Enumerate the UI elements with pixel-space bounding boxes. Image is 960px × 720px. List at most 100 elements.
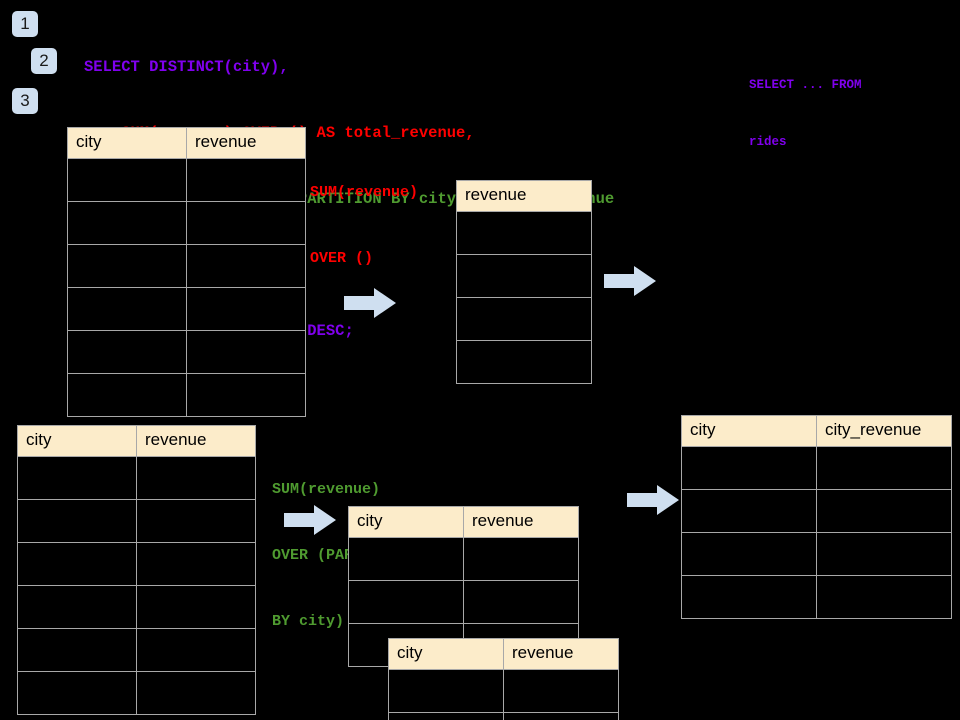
cell-revenue: [456, 297, 592, 341]
table-row: [681, 575, 952, 619]
table-row: [67, 158, 306, 202]
table-header-row: city revenue: [17, 425, 256, 457]
column-header-revenue: revenue: [456, 180, 592, 212]
cell-revenue: [136, 671, 256, 715]
cell-revenue: [503, 669, 619, 713]
column-header-revenue: revenue: [136, 425, 256, 457]
table-row: [17, 585, 256, 629]
cell-city: [388, 669, 504, 713]
cell-revenue: [463, 580, 579, 624]
table-row: [681, 489, 952, 533]
cell-revenue: [456, 211, 592, 255]
table-partition-group-front: city revenue: [388, 638, 619, 720]
table-header-row: revenue: [456, 180, 592, 212]
cell-city-revenue: [816, 575, 952, 619]
table-row: [388, 712, 619, 720]
cell-revenue: [186, 201, 306, 245]
annotation-city-revenue-line-1: SUM(revenue): [272, 481, 381, 498]
arrow-partition-to-result: [627, 485, 679, 515]
table-row: [348, 537, 579, 581]
step-badge-3[interactable]: 3: [12, 88, 38, 114]
table-row: [17, 671, 256, 715]
annotation-city-revenue: SUM(revenue) OVER (PARTITION BY city): [272, 435, 407, 677]
table-row: [456, 211, 592, 255]
table-row: [17, 499, 256, 543]
table-row: [681, 532, 952, 576]
table-row: [456, 297, 592, 341]
cell-revenue: [136, 585, 256, 629]
cell-revenue: [186, 330, 306, 374]
column-header-revenue: revenue: [503, 638, 619, 670]
cell-revenue: [503, 712, 619, 720]
column-header-revenue: revenue: [186, 127, 306, 159]
cell-city: [17, 628, 137, 672]
table-row: [67, 244, 306, 288]
cell-city: [17, 499, 137, 543]
cell-city: [681, 446, 817, 490]
table-row: [17, 628, 256, 672]
column-header-revenue: revenue: [463, 506, 579, 538]
sql-line-select: SELECT DISTINCT(city),: [84, 58, 289, 76]
cell-revenue: [186, 287, 306, 331]
step-badge-1[interactable]: 1: [12, 11, 38, 37]
table-header-row: city revenue: [348, 506, 579, 538]
table-row: [67, 201, 306, 245]
cell-city: [67, 201, 187, 245]
cell-city: [681, 532, 817, 576]
table-row: [456, 254, 592, 298]
column-header-city: city: [67, 127, 187, 159]
cell-city-revenue: [816, 489, 952, 533]
side-note-select-from: SELECT ... FROM rides: [749, 38, 862, 190]
table-row: [348, 580, 579, 624]
table-row: [681, 446, 952, 490]
cell-revenue: [463, 537, 579, 581]
table-row: [17, 542, 256, 586]
table-header-row: city revenue: [67, 127, 306, 159]
annotation-total-revenue-line-2: OVER (): [310, 250, 374, 267]
table-header-row: city revenue: [388, 638, 619, 670]
cell-revenue: [456, 340, 592, 384]
cell-city: [388, 712, 504, 720]
table-row: [67, 287, 306, 331]
cell-city: [17, 456, 137, 500]
cell-city: [17, 542, 137, 586]
cell-city: [67, 373, 187, 417]
cell-city: [17, 671, 137, 715]
column-header-city-revenue: city_revenue: [816, 415, 952, 447]
table-total-revenue: revenue: [456, 180, 592, 384]
column-header-city: city: [348, 506, 464, 538]
table-row: [388, 669, 619, 713]
step-badge-2[interactable]: 2: [31, 48, 57, 74]
side-note-line-2: rides: [749, 135, 787, 149]
cell-revenue: [136, 628, 256, 672]
table-header-row: city city_revenue: [681, 415, 952, 447]
annotation-total-revenue: SUM(revenue) OVER (): [310, 138, 418, 314]
cell-revenue: [186, 244, 306, 288]
cell-revenue: [186, 158, 306, 202]
table-row: [67, 330, 306, 374]
cell-revenue: [136, 456, 256, 500]
cell-city: [67, 158, 187, 202]
cell-revenue: [136, 542, 256, 586]
arrow-total-to-result: [604, 266, 656, 296]
side-note-line-1: SELECT ... FROM: [749, 78, 862, 92]
annotation-city-revenue-line-3: BY city): [272, 613, 345, 630]
table-row: [17, 456, 256, 500]
cell-city: [67, 287, 187, 331]
table-row: [67, 373, 306, 417]
table-rides-source-bottom: city revenue: [17, 425, 256, 715]
arrow-source-to-partition: [284, 505, 336, 535]
annotation-total-revenue-line-1: SUM(revenue): [310, 184, 419, 201]
arrow-source-to-total: [344, 288, 396, 318]
cell-revenue: [456, 254, 592, 298]
table-final-result: city city_revenue: [681, 415, 952, 619]
cell-city: [67, 330, 187, 374]
cell-revenue: [136, 499, 256, 543]
column-header-city: city: [681, 415, 817, 447]
table-row: [456, 340, 592, 384]
cell-city-revenue: [816, 446, 952, 490]
column-header-city: city: [17, 425, 137, 457]
cell-city-revenue: [816, 532, 952, 576]
cell-city: [67, 244, 187, 288]
